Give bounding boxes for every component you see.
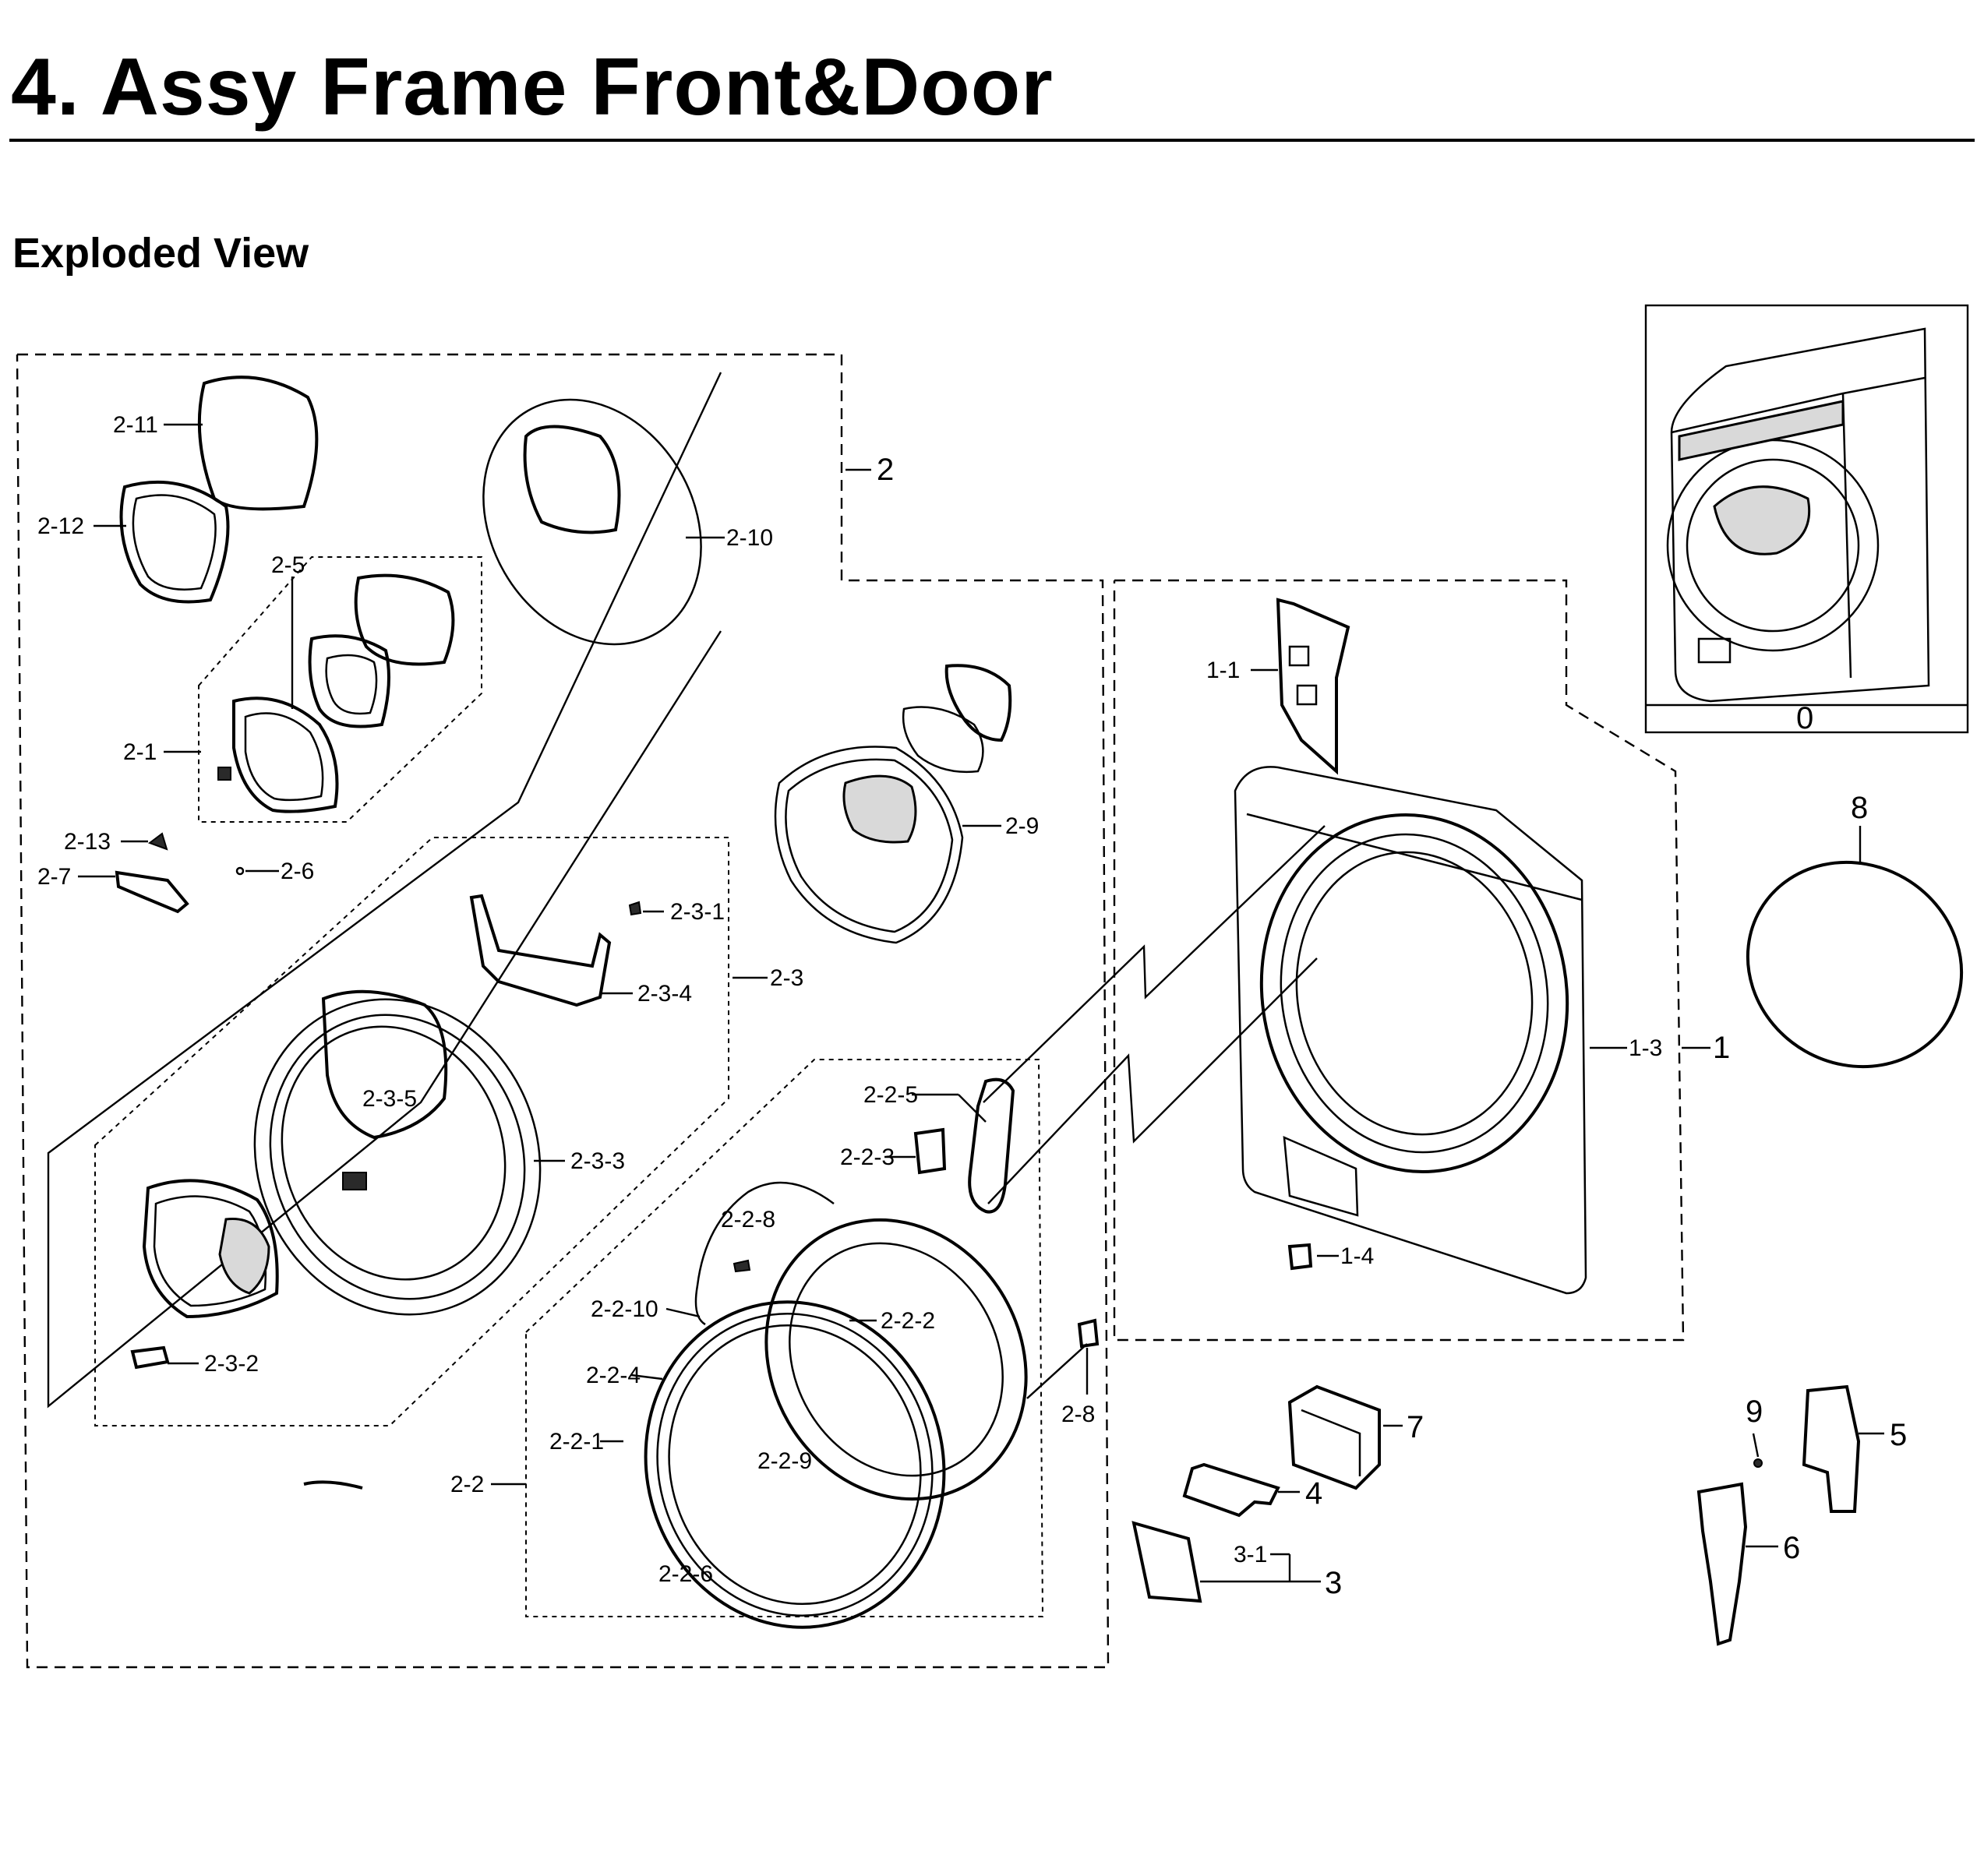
callout-2: 2: [877, 453, 894, 487]
callout-2-2-10: 2-2-10: [591, 1296, 658, 1322]
part-1-3-drawing: [1234, 766, 1587, 1295]
callout-2-1: 2-1: [123, 739, 157, 765]
section-subtitle: Exploded View: [12, 230, 309, 277]
part-2-10-drawing: [482, 398, 702, 646]
callout-5: 5: [1890, 1418, 1907, 1452]
callout-2-2-2: 2-2-2: [881, 1308, 935, 1334]
callout-2-2-3: 2-2-3: [840, 1144, 895, 1170]
part-2-7-drawing: [115, 870, 189, 914]
group-1-boundary: [1113, 579, 1685, 1342]
callout-2-3-2: 2-3-2: [204, 1351, 259, 1377]
part-2-2-2-drawing: [764, 1218, 1028, 1501]
callout-2-3: 2-3: [770, 965, 803, 991]
callout-2-3-5: 2-3-5: [362, 1086, 417, 1112]
callout-2-10: 2-10: [726, 525, 773, 551]
part-4-drawing: [1182, 1462, 1280, 1518]
part-2-5-drawing: [354, 573, 455, 666]
group-2-3-boundary: [94, 837, 729, 1426]
part-2-3-2-drawing: [142, 1179, 279, 1319]
page-title: 4. Assy Frame Front&Door: [11, 42, 1054, 132]
part-strip-drawing: [303, 1480, 363, 1490]
callout-3: 3: [1325, 1566, 1342, 1600]
callout-2-2-9: 2-2-9: [757, 1448, 812, 1474]
callout-2-2-4: 2-2-4: [586, 1363, 641, 1388]
callout-2-11: 2-11: [113, 412, 158, 438]
part-2-3-3-drawing: [253, 998, 542, 1316]
part-3-1-drawing: [1131, 1521, 1202, 1603]
group-2-2-boundary: [525, 1059, 1044, 1617]
door-assembly-outline: [47, 372, 722, 1409]
callout-2-8: 2-8: [1061, 1402, 1095, 1427]
callout-9: 9: [1746, 1395, 1763, 1429]
group-2-boundary: [16, 353, 1110, 1669]
callout-2-3-4: 2-3-4: [637, 981, 692, 1007]
callout-3-1: 3-1: [1234, 1542, 1267, 1567]
part-2-3-5-drawing: [321, 989, 448, 1140]
title-underline: [9, 139, 1975, 142]
callout-2-2-1: 2-2-1: [549, 1429, 604, 1455]
callout-2-2-5: 2-2-5: [863, 1082, 918, 1108]
part-2-6-drawing: [235, 866, 245, 876]
part-2-3-1-drawing: [628, 901, 642, 916]
callout-2-9: 2-9: [1005, 813, 1039, 839]
part-2-8-drawing: [1077, 1318, 1100, 1349]
part-2-12-drawing: [119, 480, 230, 604]
part-2-2-9-drawing: [644, 1300, 946, 1629]
callout-2-2: 2-2: [450, 1472, 484, 1497]
callout-1-3: 1-3: [1629, 1035, 1662, 1061]
callout-2-2-6: 2-2-6: [658, 1561, 713, 1587]
callout-6: 6: [1783, 1531, 1800, 1565]
part-2-2-5-drawing: [968, 1077, 1015, 1214]
part-2-2-3-drawing: [913, 1127, 947, 1175]
callout-2-5: 2-5: [271, 552, 305, 578]
part-2-2-8-drawing: [694, 1181, 835, 1326]
part-1-4-drawing: [1287, 1243, 1313, 1271]
part-2-3-4-drawing: [469, 894, 612, 1007]
callout-2-12: 2-12: [37, 513, 84, 539]
leader-lines: [78, 423, 1884, 1583]
part-8-drawing: [1746, 860, 1964, 1069]
callout-1: 1: [1713, 1031, 1730, 1065]
callout-2-3-1: 2-3-1: [670, 899, 725, 925]
part-2-11-drawing: [197, 376, 319, 511]
part-9-drawing: [1753, 1458, 1763, 1468]
callout-2-13: 2-13: [64, 829, 111, 855]
callout-2-2-8: 2-2-8: [721, 1207, 775, 1232]
callout-2-6: 2-6: [281, 859, 314, 884]
group-2-1-boundary: [198, 556, 482, 823]
hinge-connector-lines-lower: [987, 957, 1318, 1204]
part-2-9-drawing: [774, 746, 964, 944]
part-1-1-drawing: [1276, 598, 1350, 775]
callout-0: 0: [1796, 701, 1813, 735]
product-inset-box: [1644, 304, 1969, 734]
callout-4: 4: [1305, 1476, 1322, 1511]
part-2-13-drawing: [147, 832, 168, 851]
callout-1-4: 1-4: [1340, 1243, 1374, 1269]
part-5-drawing: [1802, 1384, 1861, 1513]
hinge-connector-lines: [983, 825, 1326, 1103]
callout-8: 8: [1851, 791, 1868, 825]
callout-1-1: 1-1: [1206, 658, 1240, 683]
part-7-drawing: [1287, 1384, 1381, 1490]
callout-2-7: 2-7: [37, 864, 71, 890]
part-2-1-drawing: [232, 696, 339, 813]
part-6-drawing: [1696, 1482, 1748, 1646]
callout-2-3-3: 2-3-3: [570, 1148, 625, 1174]
callout-7: 7: [1407, 1410, 1424, 1444]
